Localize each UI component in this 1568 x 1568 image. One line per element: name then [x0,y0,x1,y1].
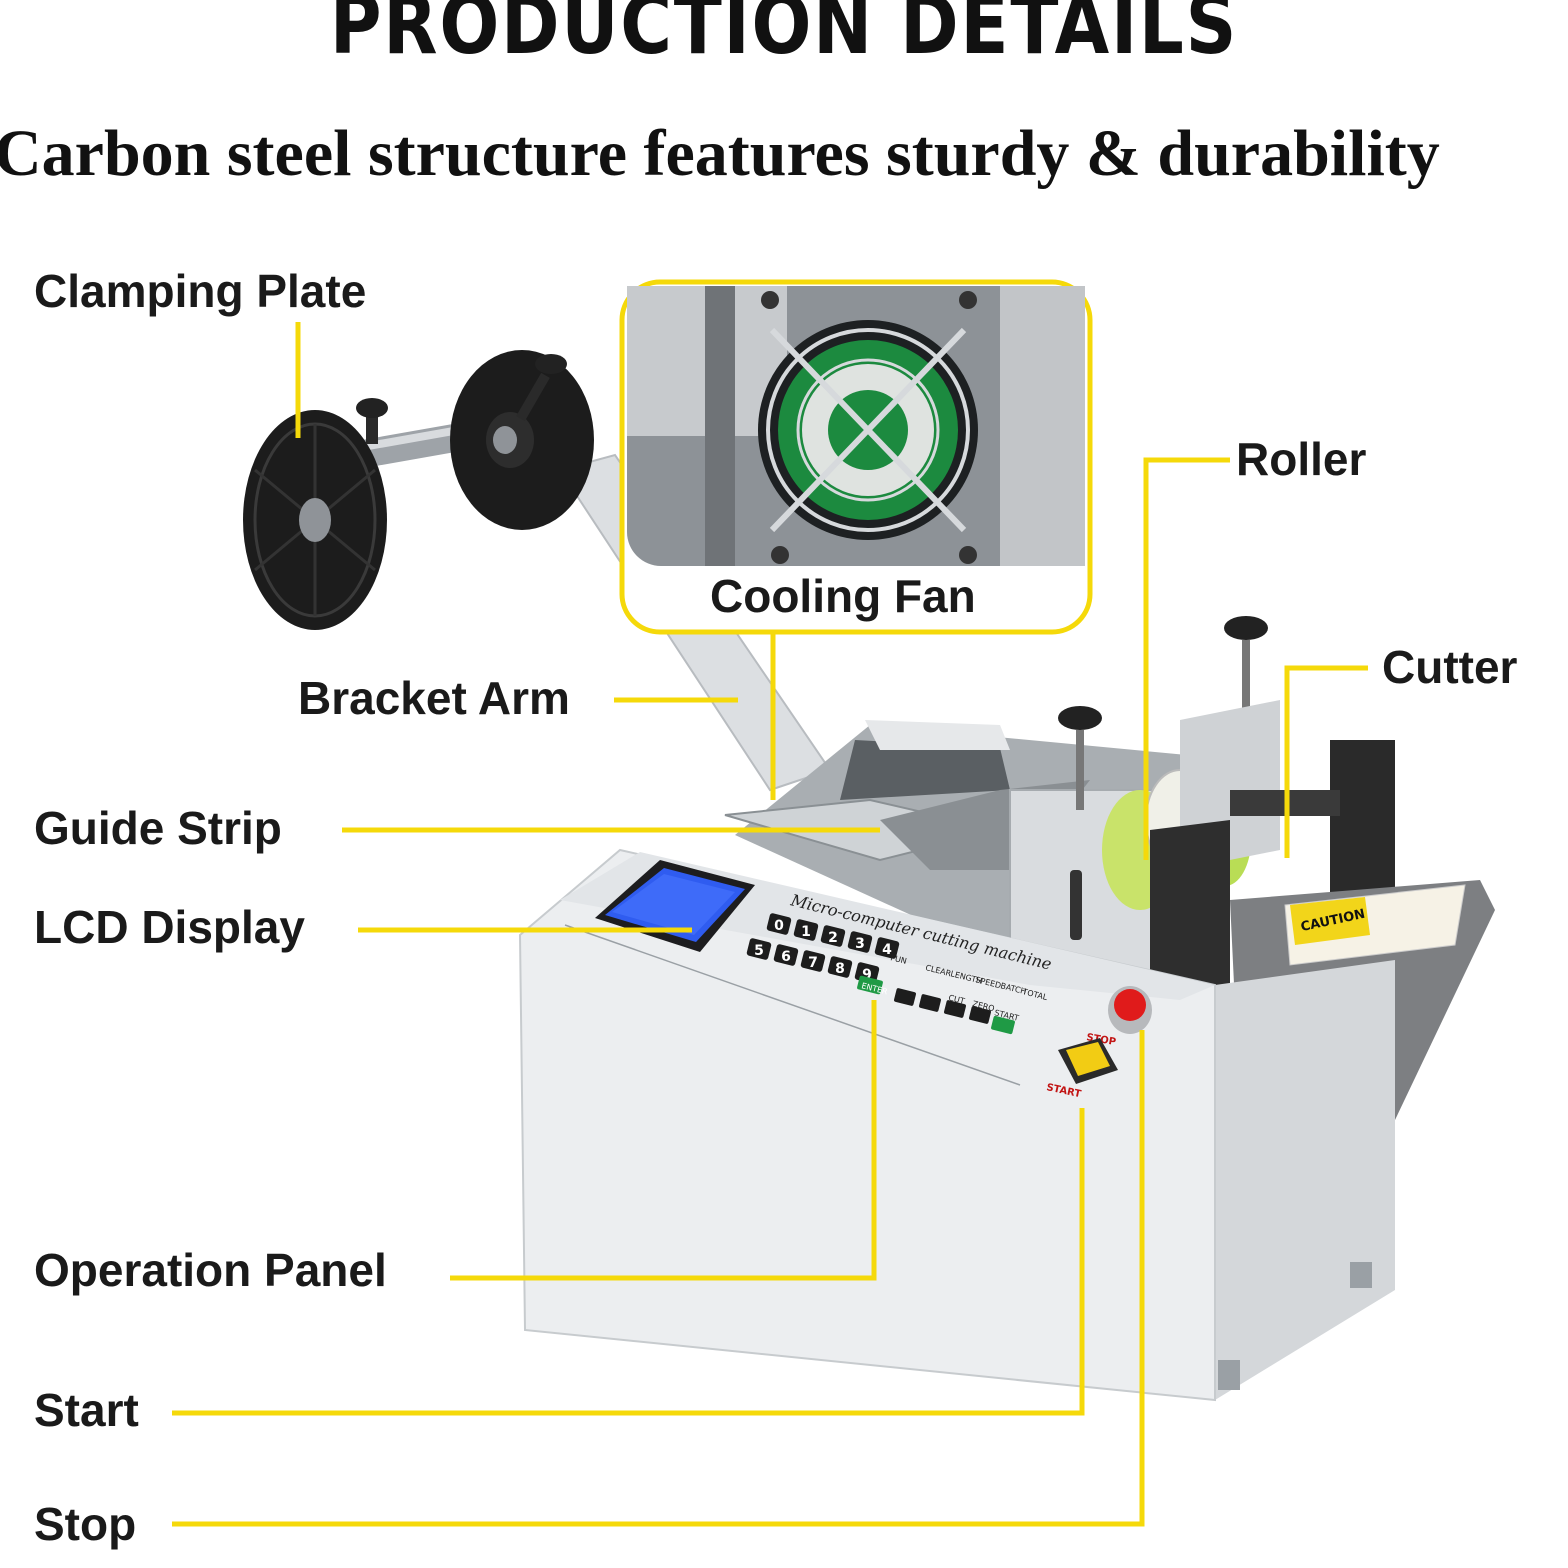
callout-lines [172,322,1368,1527]
label-stop: Stop [34,1498,137,1550]
label-cooling-fan: Cooling Fan [710,570,976,622]
machine-right-side [1215,960,1395,1400]
line-stop [172,1030,1145,1527]
line-start [172,1108,1085,1416]
line-roller [1143,457,1230,860]
label-clamping-plate: Clamping Plate [34,265,367,317]
clamping-plate-right [450,350,594,530]
keypad: 0 1 2 3 4 5 6 7 8 9 [746,913,900,984]
page-subtitle: Carbon steel structure features sturdy &… [0,117,1440,190]
machine-front-panel [518,848,1216,1402]
key-cut-label: CUT [948,993,966,1006]
label-roller: Roller [1236,433,1367,485]
key-2: 2 [828,930,838,946]
key-fun-label: FUN [890,953,908,966]
label-lcd-display: LCD Display [34,901,305,953]
key-8: 8 [835,961,845,977]
label-cutter: Cutter [1382,641,1518,693]
line-cutter [1284,665,1368,858]
key-0: 0 [774,918,784,934]
start-button: START [1045,1038,1118,1100]
key-4: 4 [882,942,892,958]
key-3: 3 [855,936,865,952]
label-guide-strip: Guide Strip [34,802,282,854]
key-7: 7 [808,955,818,971]
clamping-plate-left [243,398,388,630]
cooling-fan-inset [619,279,1093,635]
label-start: Start [34,1384,139,1436]
page-title: PRODUCTION DETAILS [329,0,1239,73]
label-operation-panel: Operation Panel [34,1244,387,1296]
key-9: 9 [862,967,872,983]
key-1: 1 [801,924,811,940]
label-bracket-arm: Bracket Arm [298,672,570,724]
key-5: 5 [754,943,764,959]
ruler-scale [564,924,1021,1086]
line-operation-panel [450,1000,877,1281]
key-6: 6 [781,949,791,965]
